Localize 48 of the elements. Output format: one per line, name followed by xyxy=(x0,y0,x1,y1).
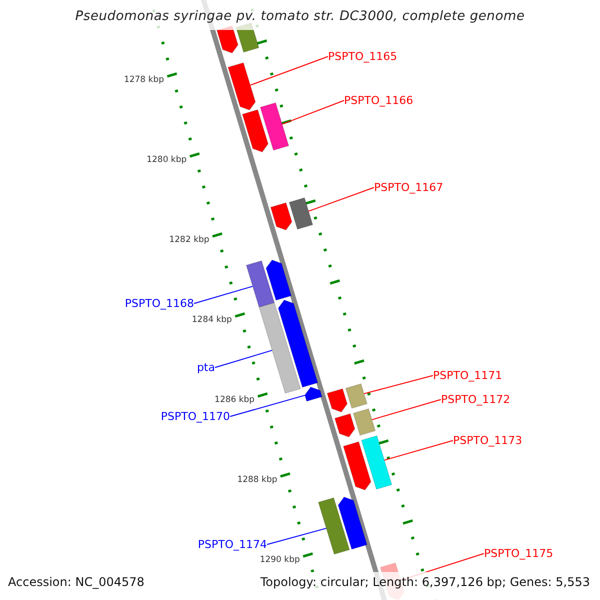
genome-summary: Topology: circular; Length: 6,397,126 bp; Genes: 5,553 xyxy=(260,576,590,588)
gene-block xyxy=(260,102,290,151)
gene-block xyxy=(258,302,301,394)
gene-feature xyxy=(278,300,318,388)
scale-label: 1286 kbp xyxy=(214,396,255,404)
gene-feature xyxy=(270,202,292,230)
gene-feature xyxy=(266,260,292,301)
gene-label: PSPTO_1167 xyxy=(374,182,444,193)
scale-label: 1290 kbp xyxy=(260,556,300,564)
gene-feature xyxy=(334,413,356,438)
gene-label: PSPTO_1174 xyxy=(198,539,267,550)
scale-label: 1284 kbp xyxy=(192,316,232,324)
leader-line xyxy=(250,56,328,86)
gene-block xyxy=(246,260,275,308)
scale-label: 1282 kbp xyxy=(169,236,210,244)
scale-label: 1280 kbp xyxy=(146,156,187,164)
gene-label: pta xyxy=(196,362,215,373)
leader-line xyxy=(384,440,454,461)
leader-line xyxy=(194,286,254,304)
accession-note: Accession: NC_004578 xyxy=(8,576,144,588)
leader-line xyxy=(364,375,434,394)
gene-block xyxy=(288,197,314,230)
gene-block xyxy=(318,497,350,555)
scale-label: 1288 kbp xyxy=(237,476,278,484)
leader-line xyxy=(282,100,344,125)
gene-block xyxy=(352,408,376,436)
scale-label: 1278 kbp xyxy=(124,76,164,84)
gene-feature xyxy=(228,62,256,110)
gene-feature xyxy=(342,441,372,490)
gene-label: PSPTO_1168 xyxy=(124,298,194,309)
gene-label: PSPTO_1170 xyxy=(160,411,230,422)
gene-block xyxy=(345,383,368,409)
leader-line xyxy=(308,187,374,212)
leader-line xyxy=(266,528,327,545)
gene-label: PSPTO_1173 xyxy=(453,435,522,446)
leader-line xyxy=(214,350,273,368)
gene-label: PSPTO_1171 xyxy=(433,370,502,381)
gene-block xyxy=(361,435,392,490)
gene-label: PSPTO_1166 xyxy=(344,95,414,106)
title: Pseudomonas syringae pv. tomato str. DC3000, complete genome xyxy=(74,10,526,23)
leader-line xyxy=(230,394,306,417)
gene-feature xyxy=(338,496,368,550)
gene-label: PSPTO_1172 xyxy=(441,394,510,405)
gene-feature xyxy=(242,109,269,152)
gene-feature xyxy=(326,388,348,412)
gene-label: PSPTO_1175 xyxy=(484,548,554,559)
gene-label: PSPTO_1165 xyxy=(328,51,398,62)
gene-feature xyxy=(304,386,322,402)
